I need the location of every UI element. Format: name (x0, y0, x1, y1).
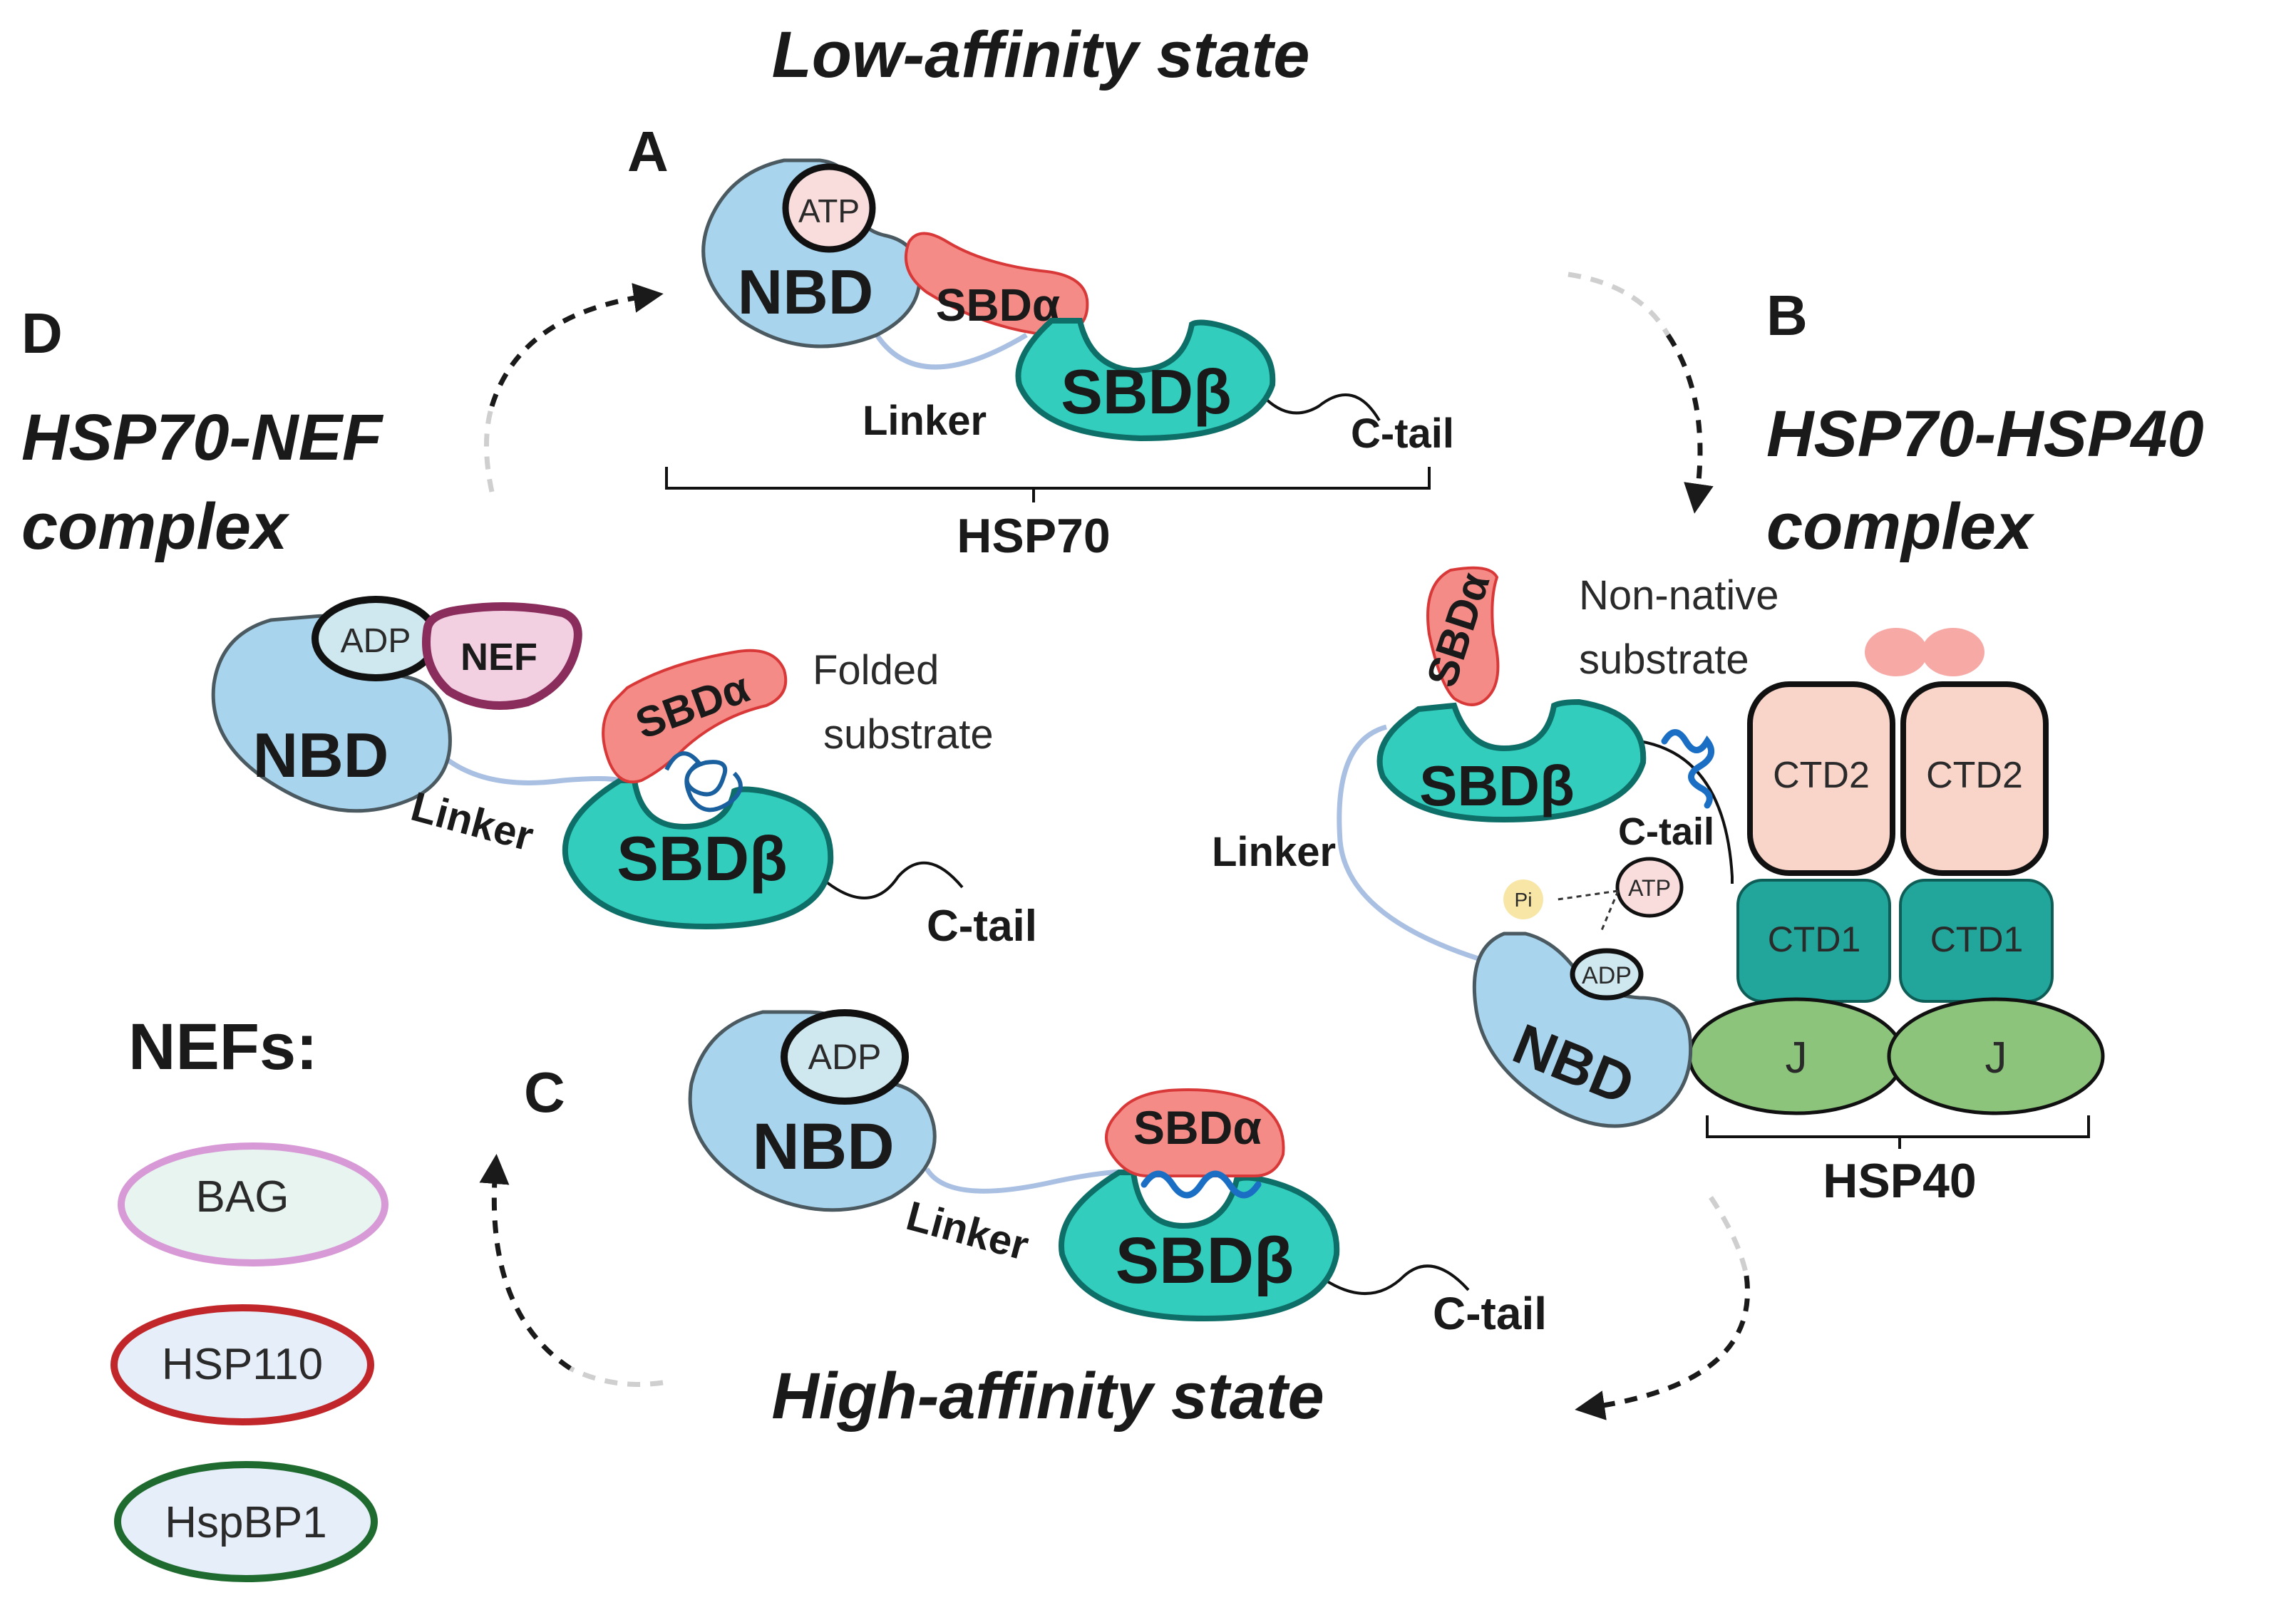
cycle-arrow-b-to-high (1575, 1196, 1750, 1420)
c-tail-label-c: C-tail (1433, 1288, 1547, 1339)
atp-label-b: ATP (1628, 875, 1671, 901)
c-tail-a (1250, 380, 1381, 422)
high-affinity-title: High-affinity state (771, 1360, 1324, 1433)
sbd-beta-label-c: SBDβ (1116, 1224, 1294, 1297)
sbd-beta-label-a: SBDβ (1061, 356, 1232, 427)
j-label-left: J (1786, 1033, 1808, 1083)
hsp70-hsp40-title-line2: complex (1766, 490, 2035, 563)
nef-legend-item-hspbp1: HspBP1 (114, 1461, 378, 1582)
ctd1-label-left: CTD1 (1768, 919, 1861, 959)
adp-label-d: ADP (341, 622, 411, 660)
ctd2-right (1900, 681, 2049, 876)
hsp40-label: HSP40 (1823, 1154, 1976, 1208)
linker-label-c: Linker (902, 1192, 1034, 1269)
hspbp1-label: HspBP1 (165, 1498, 326, 1547)
bound-substrate-c (1141, 1170, 1262, 1199)
nonnative-substrate-squiggle (1661, 729, 1715, 809)
sbd-alpha-label-a: SBDα (936, 279, 1060, 331)
c-tail-c (1317, 1264, 1470, 1295)
ctd2-label-right: CTD2 (1926, 755, 2023, 796)
panel-label-d: D (21, 301, 63, 365)
c-tail-b (1639, 740, 1734, 884)
nef-legend: NEFs: BAG HSP110 HspBP1 (110, 1011, 388, 1582)
sbd-alpha-b (1426, 566, 1500, 706)
ctd1-label-right: CTD1 (1930, 919, 2024, 959)
adp-bubble-c (781, 1009, 909, 1105)
low-affinity-title: Low-affinity state (772, 19, 1310, 91)
atp-bubble-b (1615, 857, 1684, 918)
nef-label: NEF (460, 636, 537, 678)
hsp110-ellipse (110, 1304, 374, 1425)
sbd-beta-a (1015, 318, 1276, 442)
linker-a (875, 332, 1028, 370)
hsp70-nef-complex: ADP NEF NBD SBDβ SBDα Folded substrate L… (211, 596, 1037, 951)
pi-dot (1503, 879, 1543, 919)
cycle-arrow-high-to-d (479, 1154, 664, 1387)
sbd-beta-label-d: SBDβ (617, 823, 788, 894)
nbd-label-c: NBD (752, 1110, 894, 1183)
sbd-beta-label-b: SBDβ (1419, 754, 1575, 817)
sbd-beta-d (562, 778, 834, 930)
hsp70-hsp40-title-line1: HSP70-HSP40 (1766, 398, 2204, 470)
hsp70-label: HSP70 (957, 509, 1110, 563)
folded-label-line1: Folded (813, 647, 939, 693)
folded-substrate-tangle (664, 751, 743, 812)
sbd-alpha-a (904, 232, 1089, 337)
ctd2-label-left: CTD2 (1773, 755, 1870, 796)
nef-legend-heading: NEFs: (128, 1011, 318, 1083)
sbd-alpha-d (602, 649, 788, 784)
atp-label-a: ATP (798, 192, 860, 229)
linker-label-a: Linker (863, 398, 987, 444)
pi-label: Pi (1515, 889, 1533, 911)
hsp70-high-affinity: ADP NBD SBDβ SBDα Linker C-tail (688, 1009, 1547, 1339)
adp-bubble-b (1570, 948, 1644, 1001)
hsp110-label: HSP110 (162, 1340, 323, 1389)
nef-legend-item-bag: BAG (118, 1142, 388, 1266)
hsp70-nef-title-line1: HSP70-NEF (21, 401, 384, 474)
j-label-right: J (1985, 1033, 2007, 1083)
j-domain-right (1887, 997, 2105, 1115)
panel-label-b: B (1766, 284, 1808, 347)
hsp70-low-affinity: ATP NBD SBDα SBDβ Linker C-tail HSP70 (665, 158, 1454, 563)
hsp70-bracket (665, 467, 1431, 502)
linker-d (440, 753, 621, 785)
ctd2-left (1747, 681, 1895, 876)
linker-label-d: Linker (406, 783, 538, 860)
pink-dot-left (1865, 628, 1927, 676)
cycle-arrow-a-to-b (1567, 272, 1714, 514)
sbd-alpha-label-c: SBDα (1133, 1101, 1262, 1154)
nef-blob (422, 602, 582, 710)
folded-label-line2: substrate (823, 711, 994, 758)
nbd-label-a: NBD (738, 257, 874, 327)
sbd-beta-c (1059, 1170, 1340, 1322)
bag-label: BAG (196, 1172, 289, 1222)
c-tail-label-d: C-tail (927, 902, 1037, 951)
linker-label-b: Linker (1212, 829, 1336, 875)
adp-label-c: ADP (808, 1037, 882, 1077)
hydrolysis-arrows (1557, 889, 1620, 934)
hsp40-bracket (1706, 1115, 2090, 1149)
panel-label-c: C (524, 1060, 565, 1124)
sbd-beta-b (1376, 698, 1647, 823)
nbd-label-d: NBD (253, 720, 389, 790)
c-tail-label-b: C-tail (1618, 810, 1714, 853)
nonnative-label-line1: Non-native (1579, 572, 1778, 619)
cycle-arrow-d-to-a (484, 283, 664, 492)
atp-bubble-a (782, 163, 876, 253)
c-tail-label-a: C-tail (1351, 411, 1454, 457)
hspbp1-ellipse (114, 1461, 378, 1582)
panel-label-a: A (627, 120, 669, 183)
linker-b (1337, 724, 1491, 965)
bag-ellipse (118, 1142, 388, 1266)
nef-legend-item-hsp110: HSP110 (110, 1304, 374, 1425)
sbd-alpha-c (1105, 1088, 1285, 1177)
hsp70-hsp40-complex: SBDβ SBDα Non-native substrate CTD2 CTD2… (1212, 566, 2105, 1208)
hsp70-nef-title-line2: complex (21, 490, 290, 563)
pink-dot-right (1922, 628, 1984, 676)
nonnative-label-line2: substrate (1579, 636, 1749, 683)
adp-label-b: ADP (1582, 962, 1632, 989)
c-tail-d (818, 861, 964, 899)
